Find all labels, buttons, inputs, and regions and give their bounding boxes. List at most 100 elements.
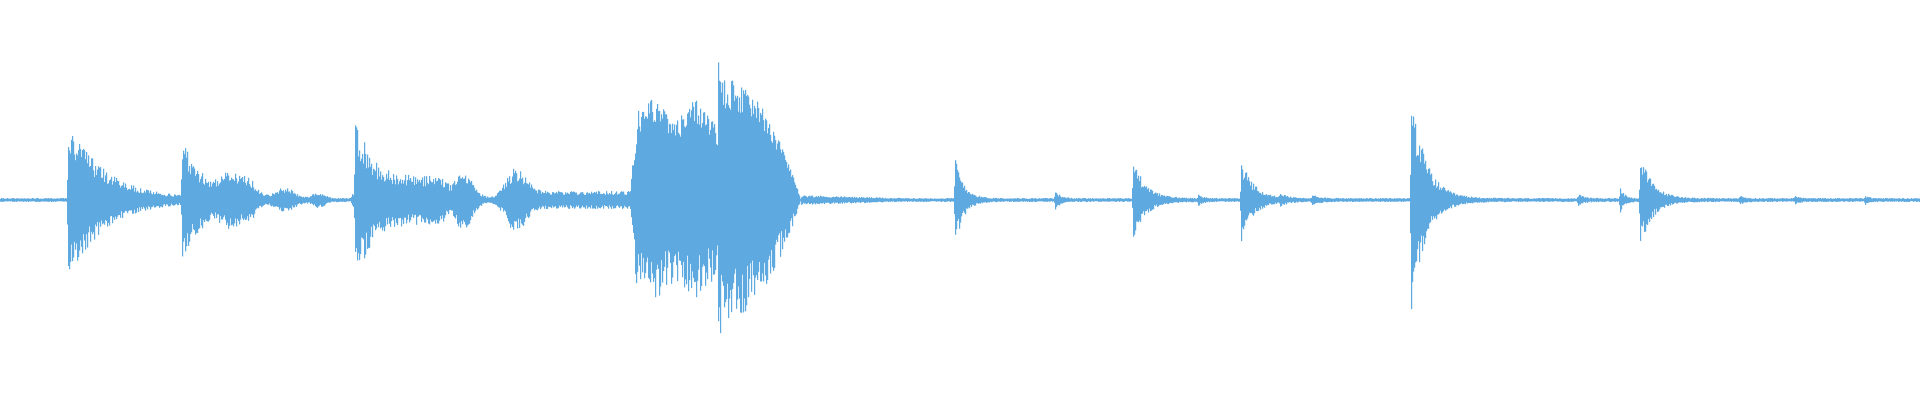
waveform-bar <box>970 194 972 206</box>
waveform-bar <box>1258 191 1260 211</box>
waveform-bar <box>1839 198 1841 202</box>
waveform-bar <box>886 198 888 202</box>
waveform-bar <box>87 163 89 248</box>
waveform-bar <box>16 198 18 202</box>
waveform-bar <box>1423 153 1425 236</box>
waveform-bar <box>1631 197 1633 202</box>
waveform-bar <box>871 197 873 203</box>
waveform-bar <box>455 185 457 219</box>
waveform-bar <box>802 196 804 205</box>
waveform-bar <box>650 101 652 283</box>
waveform-bar <box>818 196 820 204</box>
waveform-bar <box>207 183 209 222</box>
waveform-bar <box>4 198 6 202</box>
waveform-bar <box>1112 198 1114 202</box>
waveform-bar <box>721 92 723 275</box>
waveform-bar <box>1567 198 1569 202</box>
waveform-bar <box>577 195 579 207</box>
waveform-bar <box>583 193 585 208</box>
waveform-bar <box>497 193 499 207</box>
waveform-bar <box>428 184 430 224</box>
waveform-bar <box>1476 197 1478 203</box>
waveform-bar <box>1524 198 1526 202</box>
waveform-bar <box>1351 198 1353 202</box>
waveform-bar <box>616 191 618 206</box>
waveform-bar <box>1059 194 1061 206</box>
waveform-bar <box>31 198 33 202</box>
waveform-bar <box>245 182 247 220</box>
waveform-bar <box>1292 198 1294 202</box>
waveform-bar <box>885 197 887 202</box>
waveform-bar <box>20 198 22 202</box>
waveform-bar <box>1143 187 1145 212</box>
waveform-bar <box>1679 197 1681 203</box>
waveform-bar <box>379 176 381 222</box>
waveform-bar <box>164 194 166 205</box>
waveform-bar <box>195 176 197 235</box>
waveform-bar <box>117 180 119 217</box>
waveform-bar <box>540 190 542 210</box>
waveform-bar <box>889 198 891 202</box>
waveform-bar <box>546 193 548 209</box>
waveform-bar <box>981 196 983 203</box>
waveform-bar <box>1360 198 1362 202</box>
waveform-bar <box>1656 188 1658 209</box>
waveform-bar <box>291 189 293 210</box>
waveform-bar <box>1465 196 1467 205</box>
waveform-bar <box>984 197 986 203</box>
waveform-bar <box>1355 198 1357 202</box>
waveform-bar <box>1452 194 1454 205</box>
waveform-bar <box>1614 198 1616 202</box>
waveform-bar <box>43 198 45 202</box>
waveform-bar <box>485 196 487 203</box>
waveform-bar <box>1670 195 1672 206</box>
waveform-bar <box>1698 198 1700 202</box>
waveform-bar <box>1193 198 1195 203</box>
waveform-bar <box>698 115 700 270</box>
waveform-bar <box>335 198 337 202</box>
waveform-bar <box>1481 198 1483 203</box>
waveform-bar <box>1691 198 1693 202</box>
waveform-bar <box>562 192 564 208</box>
waveform-bar <box>1308 198 1310 202</box>
waveform-bar <box>1568 198 1570 202</box>
waveform-bar <box>1330 198 1332 202</box>
waveform-bar <box>657 104 659 265</box>
waveform-bar <box>934 198 936 202</box>
waveform-bar <box>372 175 374 238</box>
waveform-bar <box>190 174 192 235</box>
waveform-bar <box>1460 195 1462 205</box>
waveform-bar <box>1641 167 1643 226</box>
waveform-bar <box>1250 185 1252 214</box>
waveform-bar <box>631 178 633 218</box>
waveform-bar <box>901 198 903 202</box>
waveform-bar <box>1704 197 1706 203</box>
waveform-bar <box>1618 198 1620 202</box>
waveform-bar <box>1842 198 1844 202</box>
waveform-bar <box>773 131 775 271</box>
waveform-bar <box>1841 198 1843 202</box>
waveform-bar <box>248 177 250 221</box>
waveform-bar <box>39 198 41 202</box>
waveform-bar <box>967 193 969 209</box>
waveform-bar <box>35 198 37 202</box>
waveform-bar <box>592 193 594 209</box>
waveform-bar <box>1753 198 1755 202</box>
waveform-bar <box>596 191 598 206</box>
waveform-bar <box>1183 198 1185 202</box>
waveform-bar <box>576 192 578 206</box>
waveform-bar <box>309 197 311 203</box>
waveform-bar <box>1537 198 1539 202</box>
waveform-bar <box>1626 195 1628 204</box>
waveform-bar <box>1346 198 1348 202</box>
waveform-bar <box>1411 115 1413 310</box>
waveform-bar <box>1742 197 1744 204</box>
waveform-bar <box>884 198 886 202</box>
waveform-bar <box>1645 169 1647 232</box>
waveform-bar <box>462 177 464 225</box>
waveform-bar <box>1125 198 1127 202</box>
waveform-bar <box>908 198 910 202</box>
waveform-bar <box>512 176 514 227</box>
waveform-bar <box>662 118 664 283</box>
